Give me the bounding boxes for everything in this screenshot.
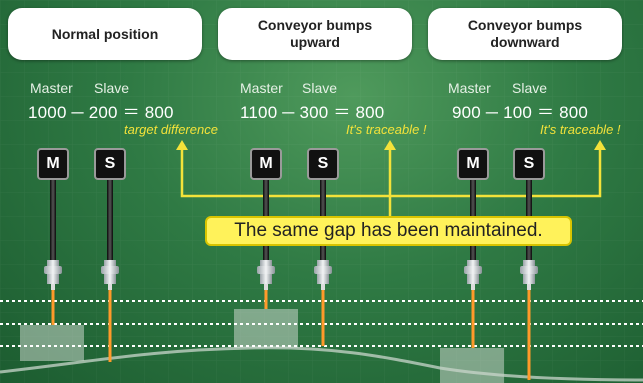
sensor-letter: S <box>523 155 535 172</box>
header-title: Normal position <box>51 25 159 42</box>
slave-label: Slave <box>512 80 548 96</box>
conveyor-surface <box>0 346 643 382</box>
sensor-letter: M <box>259 155 273 172</box>
sensor-letter: M <box>46 155 60 172</box>
workpiece <box>440 348 504 383</box>
master-label: Master <box>30 80 73 96</box>
equation: 1100 ─ 300 ＝ 800 <box>240 103 385 122</box>
note-text: It's traceable ! <box>540 122 621 137</box>
gap-maintained-callout: The same gap has been maintained. <box>205 216 572 246</box>
header-normal-position: Normal position <box>8 8 202 60</box>
slave-sensor: S <box>94 148 126 180</box>
note-text: It's traceable ! <box>346 122 427 137</box>
slave-value: 100 <box>503 103 533 122</box>
slave-value: 200 <box>88 103 118 122</box>
sensor-letter: S <box>104 155 116 172</box>
header-conveyor-bumps-upward: Conveyor bumps upward <box>218 8 412 60</box>
bracket-line <box>180 146 602 216</box>
header-title-line2: downward <box>490 34 560 50</box>
equation: 1000 ─ 200 ＝ 800 <box>28 103 174 122</box>
workpiece <box>20 325 84 361</box>
difference-value: 800 <box>355 103 385 122</box>
master-label: Master <box>448 80 491 96</box>
note-text: target difference <box>124 122 218 137</box>
master-sensor: M <box>37 148 69 180</box>
sensor-letter: M <box>466 155 480 172</box>
master-sensor: M <box>250 148 282 180</box>
master-value: 1000 <box>28 103 67 122</box>
header-conveyor-bumps-downward: Conveyor bumps downward <box>428 8 622 60</box>
slave-value: 300 <box>299 103 329 122</box>
sensor-letter: S <box>317 155 329 172</box>
arrowheads <box>176 140 606 150</box>
master-value: 900 <box>452 103 481 122</box>
master-sensor: M <box>457 148 489 180</box>
equation: 900 ─ 100 ＝ 800 <box>452 103 589 122</box>
slave-label: Slave <box>302 80 338 96</box>
callout-text: The same gap has been maintained. <box>234 220 543 241</box>
difference-value: 800 <box>144 103 174 122</box>
workpiece <box>234 309 298 348</box>
master-label: Master <box>240 80 283 96</box>
header-title-line2: upward <box>290 34 340 50</box>
header-title-line1: Conveyor bumps <box>257 17 373 33</box>
header-title-line1: Conveyor bumps <box>467 17 583 33</box>
master-value: 1100 <box>240 103 278 122</box>
slave-sensor: S <box>307 148 339 180</box>
difference-value: 800 <box>559 103 589 122</box>
slave-sensor: S <box>513 148 545 180</box>
slave-label: Slave <box>94 80 130 96</box>
